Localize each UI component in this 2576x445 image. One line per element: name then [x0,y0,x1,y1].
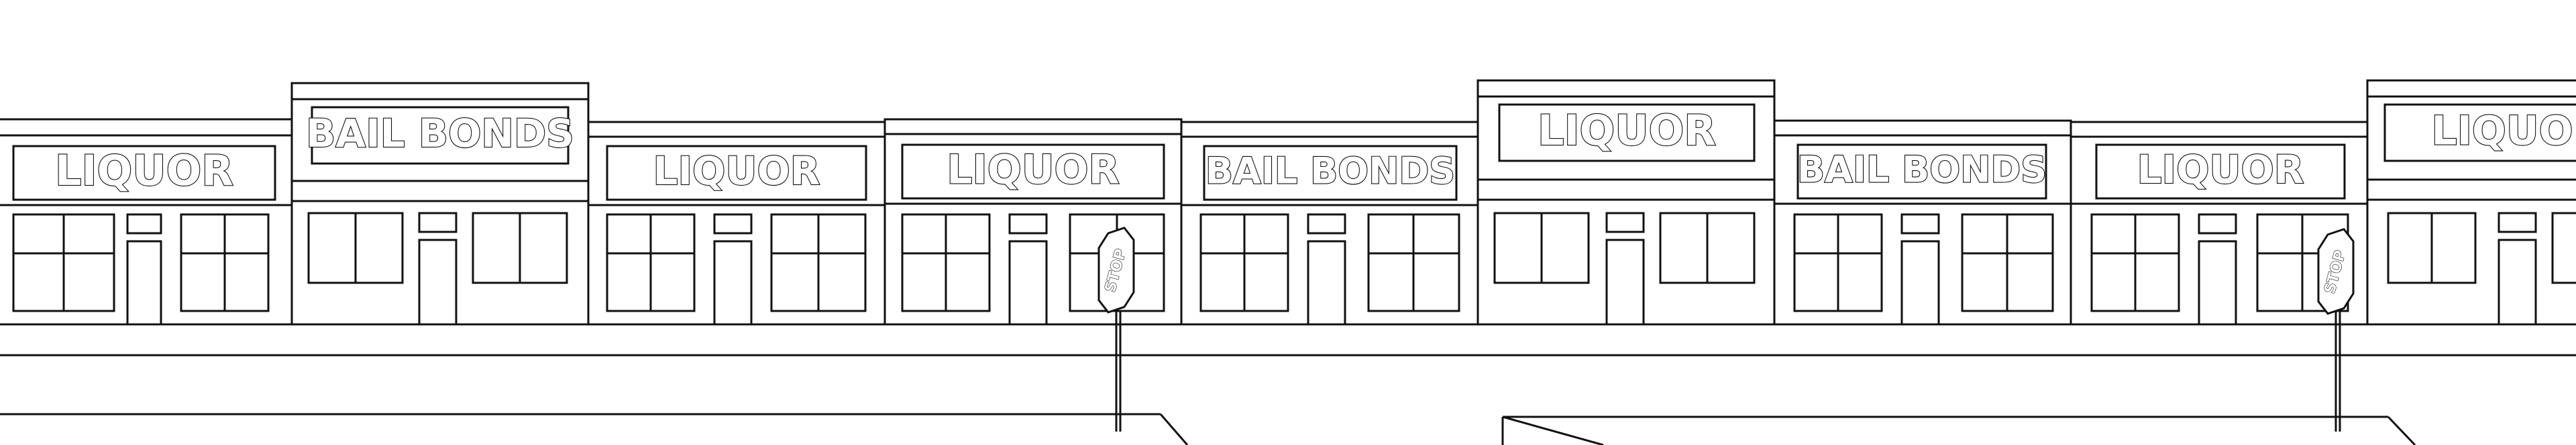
shop-door [126,240,162,326]
shop-sign-board [1203,145,1458,201]
door-transom [2198,213,2237,235]
shop-sign-text: LIQUOR [1538,106,1716,155]
stop-sign: STOP [1097,227,1135,432]
storefront: LIQUOR [1477,79,1776,326]
shop-sign-board [311,106,570,165]
shop-sign-board [901,143,1165,200]
door-transom [713,213,753,235]
road-curve-left [1159,414,1189,445]
shop-sign-board [606,145,867,201]
storefront: LIQUOR [587,121,886,326]
door-transom [1307,213,1346,235]
road-curve-right [2387,416,2416,445]
shop-sign-text: LIQUO [2431,108,2573,155]
shop-sign-text: BAIL BONDS [1205,150,1455,192]
stop-sign-octagon [2317,228,2355,315]
shop-sign-text: LIQUOR [2137,147,2304,192]
shop-sign-text: BAIL BONDS [306,111,574,156]
door-transom [126,213,162,235]
shop-sign-text: LIQUOR [55,146,233,195]
storefront: BAIL BONDS [1773,119,2072,326]
storefront: LIQUO [2366,79,2576,326]
storefront: BAIL BONDS [290,82,590,326]
shop-sign-board [1796,143,2047,200]
door-transom [1900,213,1940,235]
door-transom [418,212,458,233]
stop-sign-octagon [1097,227,1135,314]
shop-door [1008,240,1048,326]
door-transom [2498,212,2537,233]
shop-door [1605,239,1645,326]
shop-sign-board [2095,143,2346,200]
shop-sign-text: BAIL BONDS [1797,149,2047,191]
door-transom [1008,213,1048,235]
shop-door [2498,239,2537,326]
stop-sign: STOP [2317,228,2355,432]
shop-sign-board [2383,103,2576,162]
shop-door [418,239,458,326]
shop-sign-board [1498,103,1756,162]
shop-door [713,240,753,326]
shop-sign-board [12,145,276,201]
shop-sign-text: LIQUOR [947,147,1120,194]
door-transom [1605,212,1645,233]
shop-sign-text: LIQUOR [653,148,820,194]
shop-door [1900,240,1940,326]
storefront: LIQUOR [0,118,293,326]
shop-window [2551,212,2576,284]
storefront: LIQUOR [883,118,1183,326]
shop-door [1307,240,1346,326]
shop-door [2198,240,2237,326]
road-curve-middle [1502,416,1604,445]
storefront: BAIL BONDS [1180,121,1479,326]
